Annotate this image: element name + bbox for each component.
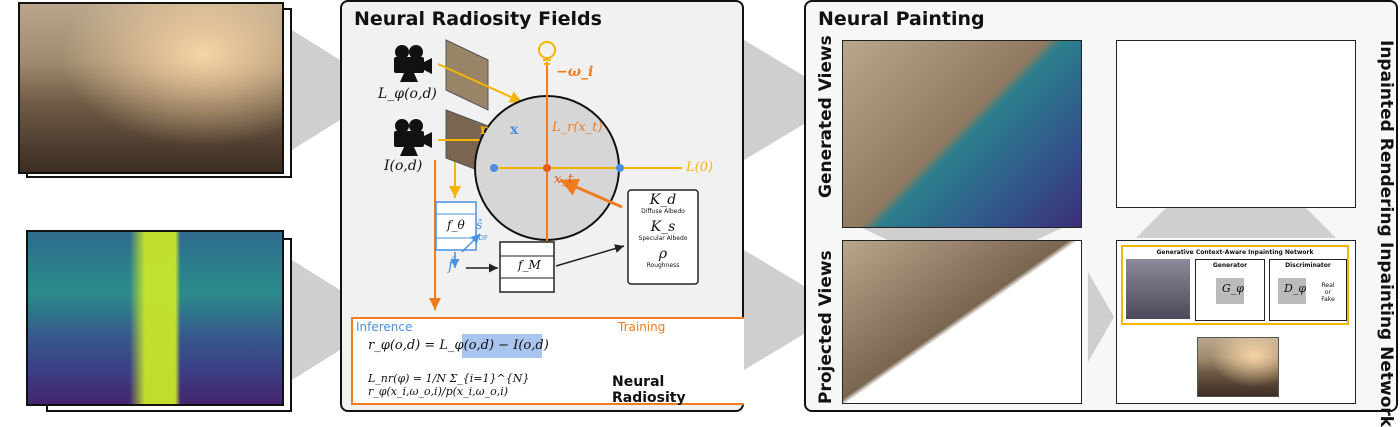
inpainting-output-image (1197, 337, 1279, 397)
gcain-title: Generative Context-Aware Inpainting Netw… (1156, 249, 1314, 256)
np-title: Neural Painting (818, 8, 985, 30)
material-rho: ρ Roughness (646, 246, 680, 269)
generator-label: Generator (1212, 262, 1248, 269)
label-f-M: f_M (518, 258, 541, 272)
equation-loss: L_nr(φ) = 1/N Σ_{i=1}^{N} r_φ(x_i,ω_o,i)… (368, 372, 530, 398)
nrf-title: Neural Radiosity Fields (354, 8, 602, 30)
materials-list: K_d Diffuse Albedo K_s Specular Albedo ρ… (630, 192, 696, 269)
label-L0: L(0) (686, 160, 714, 175)
projected-view-image (842, 240, 1082, 404)
label-Lr: L_r(x_t) (552, 120, 603, 135)
generator-g-phi: G_φ (1222, 282, 1244, 295)
equation-residual: r_φ(o,d) = L_φ(o,d) − I(o,d) (368, 338, 549, 353)
generated-view-image (842, 40, 1082, 228)
label-projected-views: Projected Views (816, 250, 836, 404)
material-kd: K_d Diffuse Albedo (641, 192, 685, 215)
label-I: I(o,d) (384, 158, 423, 174)
depth-image-front (26, 230, 284, 406)
connector-generated (862, 228, 1062, 242)
label-omega: −ω_i (556, 64, 594, 80)
discriminator-label: Discriminator (1285, 262, 1331, 269)
label-r: r (480, 122, 488, 138)
inpainting-network-box: Generative Context-Aware Inpainting Netw… (1116, 240, 1356, 404)
label-neural-radiosity: Neural Radiosity (612, 374, 686, 406)
label-inpainting-network: Inpainting Network (1376, 242, 1396, 427)
discriminator-d-phi: D_φ (1284, 282, 1307, 295)
label-sdf: SDF (474, 234, 488, 242)
label-inpainted-rendering: Inpainted Rendering (1376, 40, 1396, 237)
neural-painting-panel: Neural Painting Generated Views Projecte… (804, 0, 1398, 427)
label-s-hat: ŝ (476, 218, 483, 232)
gcain-input-image (1126, 259, 1190, 319)
label-f-theta: f_θ (447, 218, 465, 232)
label-f-hat: f̂ (448, 258, 454, 274)
light-bulb-icon (538, 41, 556, 65)
view-image-top (445, 39, 489, 111)
label-inference: Inference (356, 320, 413, 334)
generator-block: Generator G_φ (1195, 259, 1265, 321)
label-x: x (510, 122, 519, 138)
connector-rgb (292, 30, 340, 150)
label-L-phi: L_φ(o,d) (378, 86, 437, 102)
connector-inpainted (1136, 208, 1336, 238)
connector-depth (292, 260, 340, 380)
camera-icon-top (394, 45, 432, 82)
label-generated-views: Generated Views (816, 35, 836, 198)
material-ks: K_s Specular Albedo (638, 219, 688, 242)
connector-nrf-top (744, 40, 804, 160)
label-training: Training (618, 320, 666, 334)
connector-nrf-bottom (744, 250, 804, 370)
label-xt: x_t (554, 172, 574, 187)
camera-icon-bottom (394, 119, 432, 156)
rgb-image-front (18, 2, 284, 174)
nrf-diagram (351, 39, 744, 405)
neural-radiosity-panel: Neural Radiosity Fields (340, 0, 744, 412)
connector-projected (1088, 272, 1114, 362)
gcain-box: Generative Context-Aware Inpainting Netw… (1121, 245, 1349, 325)
inpainted-rendering-image (1116, 40, 1356, 208)
